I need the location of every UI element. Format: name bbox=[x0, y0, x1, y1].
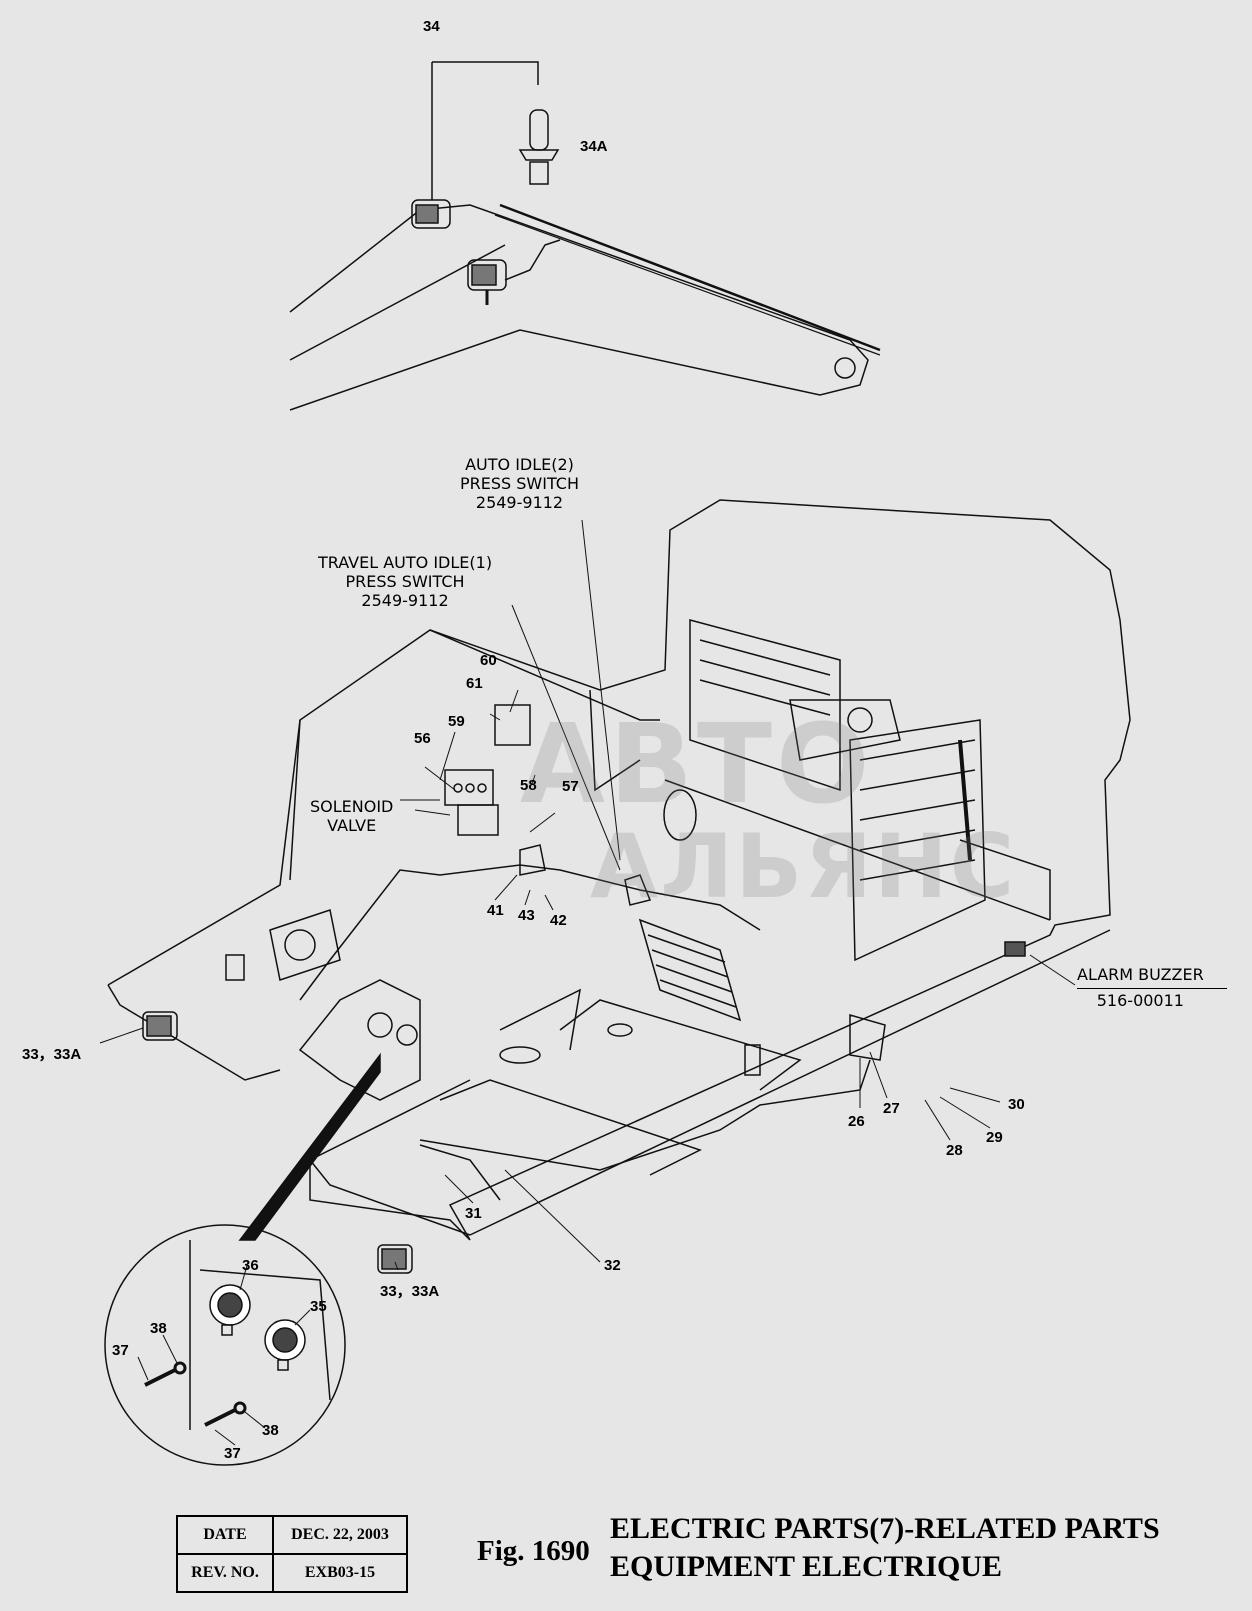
callout-38-upper: 38 bbox=[150, 1320, 167, 1337]
callout-28: 28 bbox=[946, 1142, 963, 1159]
alarm-underline bbox=[1077, 988, 1227, 989]
callout-42: 42 bbox=[550, 912, 567, 929]
radiator-engine bbox=[663, 619, 986, 962]
work-lamp-boom bbox=[467, 239, 561, 305]
rev-value: EXB03-15 bbox=[272, 1553, 408, 1593]
callout-61: 61 bbox=[466, 675, 483, 692]
figure-title-line1: ELECTRIC PARTS(7)-RELATED PARTS bbox=[610, 1512, 1160, 1545]
callout-29: 29 bbox=[986, 1129, 1003, 1146]
detail-balloon bbox=[104, 1224, 346, 1466]
note-travel-idle-line2: PRESS SWITCH bbox=[345, 572, 465, 591]
note-alarm-line1: ALARM BUZZER bbox=[1077, 965, 1204, 984]
callout-56: 56 bbox=[414, 730, 431, 747]
upper-frame bbox=[107, 499, 1131, 1241]
note-auto-idle-line3: 2549-9112 bbox=[475, 493, 564, 512]
callout-58: 58 bbox=[520, 777, 537, 794]
note-travel-idle-switch: TRAVEL AUTO IDLE(1) PRESS SWITCH 2549-91… bbox=[318, 553, 492, 610]
title-block-row-date: DATE DEC. 22, 2003 bbox=[176, 1515, 408, 1555]
leader-lines bbox=[99, 519, 1076, 1271]
note-solenoid-line2: VALVE bbox=[327, 816, 377, 835]
callout-41: 41 bbox=[487, 902, 504, 919]
callout-57: 57 bbox=[562, 778, 579, 795]
side-lamp-right bbox=[377, 1244, 413, 1274]
callout-34a: 34A bbox=[580, 138, 608, 155]
note-alarm-line2: 516-00011 bbox=[1096, 991, 1184, 1010]
date-value: DEC. 22, 2003 bbox=[272, 1515, 408, 1555]
rev-label: REV. NO. bbox=[176, 1553, 274, 1593]
callout-26: 26 bbox=[848, 1113, 865, 1130]
work-lamp-upper bbox=[411, 199, 451, 229]
note-alarm-buzzer: ALARM BUZZER 516-00011 bbox=[1077, 962, 1204, 1014]
callout-35: 35 bbox=[310, 1298, 327, 1315]
date-label: DATE bbox=[176, 1515, 274, 1555]
callout-37-upper: 37 bbox=[112, 1342, 129, 1359]
side-lamp-left bbox=[142, 1011, 178, 1041]
callout-60: 60 bbox=[480, 652, 497, 669]
callout-38-lower: 38 bbox=[262, 1422, 279, 1439]
note-travel-idle-line3: 2549-9112 bbox=[361, 591, 449, 610]
title-block-row-rev: REV. NO. EXB03-15 bbox=[176, 1553, 408, 1593]
note-travel-idle-line1: TRAVEL AUTO IDLE(1) bbox=[318, 553, 493, 572]
callout-34: 34 bbox=[423, 18, 440, 35]
callout-37-lower: 37 bbox=[224, 1445, 241, 1462]
callout-27: 27 bbox=[883, 1100, 900, 1117]
callout-33-right: 33，33A bbox=[380, 1283, 440, 1300]
note-solenoid-valve: SOLENOID VALVE bbox=[310, 797, 393, 835]
fuse-box-area bbox=[225, 909, 341, 981]
callout-59: 59 bbox=[448, 713, 465, 730]
figure-title-line2: EQUIPMENT ELECTRIQUE bbox=[610, 1550, 1003, 1583]
title-block: DATE DEC. 22, 2003 REV. NO. EXB03-15 bbox=[176, 1515, 408, 1593]
callout-31: 31 bbox=[465, 1205, 482, 1222]
wiring-harness bbox=[299, 864, 871, 1201]
note-auto-idle-line2: PRESS SWITCH bbox=[460, 474, 580, 493]
detail-pointer bbox=[238, 1052, 381, 1241]
step-grille bbox=[638, 918, 742, 1022]
callout-36: 36 bbox=[242, 1257, 259, 1274]
note-auto-idle-switch: AUTO IDLE(2) PRESS SWITCH 2549-9112 bbox=[460, 455, 579, 512]
alarm-buzzer bbox=[1004, 941, 1026, 957]
boom-outline bbox=[289, 203, 881, 411]
relay-bracket bbox=[744, 1014, 886, 1076]
callout-30: 30 bbox=[1008, 1096, 1025, 1113]
note-solenoid-line1: SOLENOID bbox=[310, 797, 394, 816]
halogen-bulb bbox=[431, 61, 560, 200]
callout-33-left: 33，33A bbox=[22, 1046, 82, 1063]
control-module bbox=[444, 704, 652, 906]
callout-32: 32 bbox=[604, 1257, 621, 1274]
figure-number: Fig. 1690 bbox=[477, 1535, 590, 1567]
note-auto-idle-line1: AUTO IDLE(2) bbox=[465, 455, 574, 474]
callout-43: 43 bbox=[518, 907, 535, 924]
